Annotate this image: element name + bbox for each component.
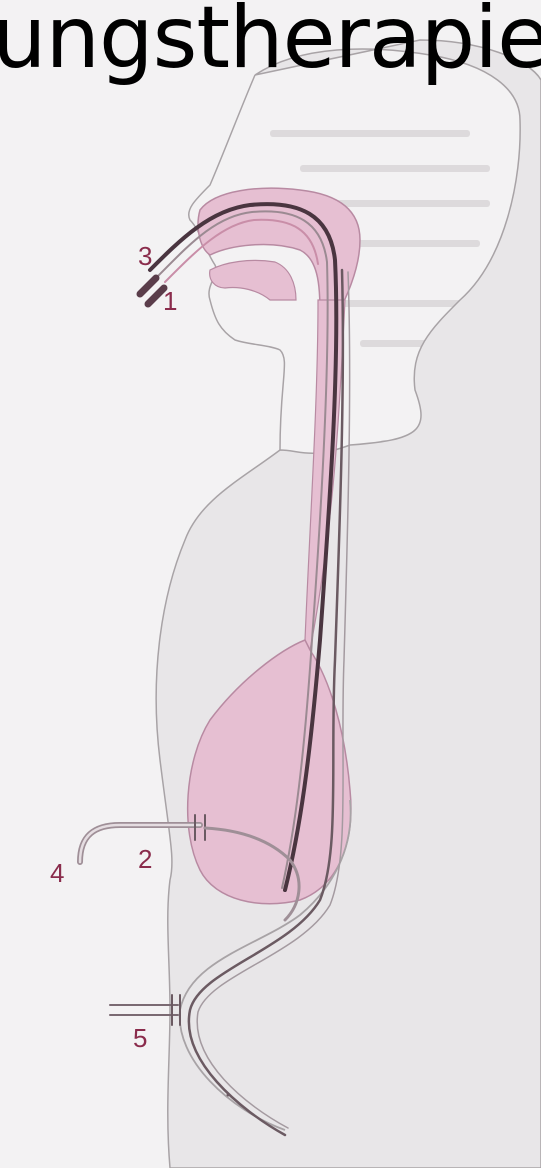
marker-dot bbox=[227, 1094, 230, 1097]
page-title: ungstherapie bbox=[0, 0, 541, 88]
tongue bbox=[210, 260, 296, 300]
